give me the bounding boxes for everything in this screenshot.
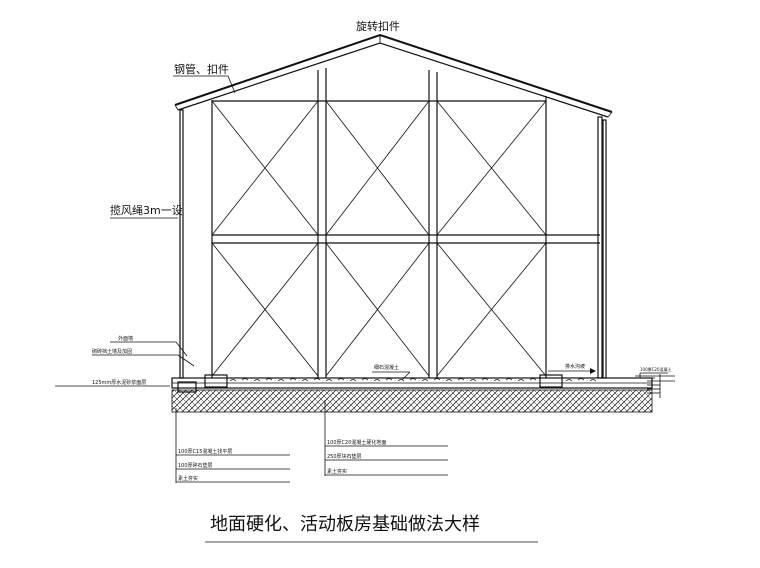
label-bottom-right-3: 素土夯实 <box>327 468 347 475</box>
label-mortar-layer: 125mm厚水泥砂浆面层 <box>92 379 146 386</box>
label-bottom-left-2: 100厚碎石垫层 <box>178 462 213 469</box>
drawing-title: 地面硬化、活动板房基础做法大样 <box>210 514 480 535</box>
label-exterior-wall: 外面墙 <box>118 335 133 342</box>
label-bottom-left-1: 100厚C15混凝土找平层 <box>178 448 232 455</box>
label-bottom-left-3: 素土夯实 <box>178 475 198 482</box>
label-steel-pipe-fitting: 钢管、扣件 <box>174 62 229 76</box>
floor-slab <box>171 374 675 393</box>
label-top-fitting: 旋转扣件 <box>356 19 400 33</box>
label-center-mid: 细石混凝土 <box>374 364 399 371</box>
label-wind-rope: 揽风绳3m一设 <box>110 203 183 217</box>
cross-bracing <box>211 100 547 377</box>
wall-columns <box>179 68 607 379</box>
horizontal-beams <box>212 100 600 244</box>
label-right-small: 100厚C20混凝土 <box>640 366 672 372</box>
label-bottom-right-2: 250厚块石垫层 <box>327 453 362 460</box>
label-bottom-right-1: 100厚C20混凝土硬化地面 <box>327 439 386 446</box>
right-drain-detail <box>647 374 675 398</box>
gravel-pattern <box>229 378 597 382</box>
label-retaining-wall: 砌砖挡土墙及加固 <box>92 348 132 355</box>
soil-layer <box>171 389 653 413</box>
label-drain-slope: 排水沟坡 <box>565 363 585 370</box>
leader-lines <box>55 35 668 483</box>
